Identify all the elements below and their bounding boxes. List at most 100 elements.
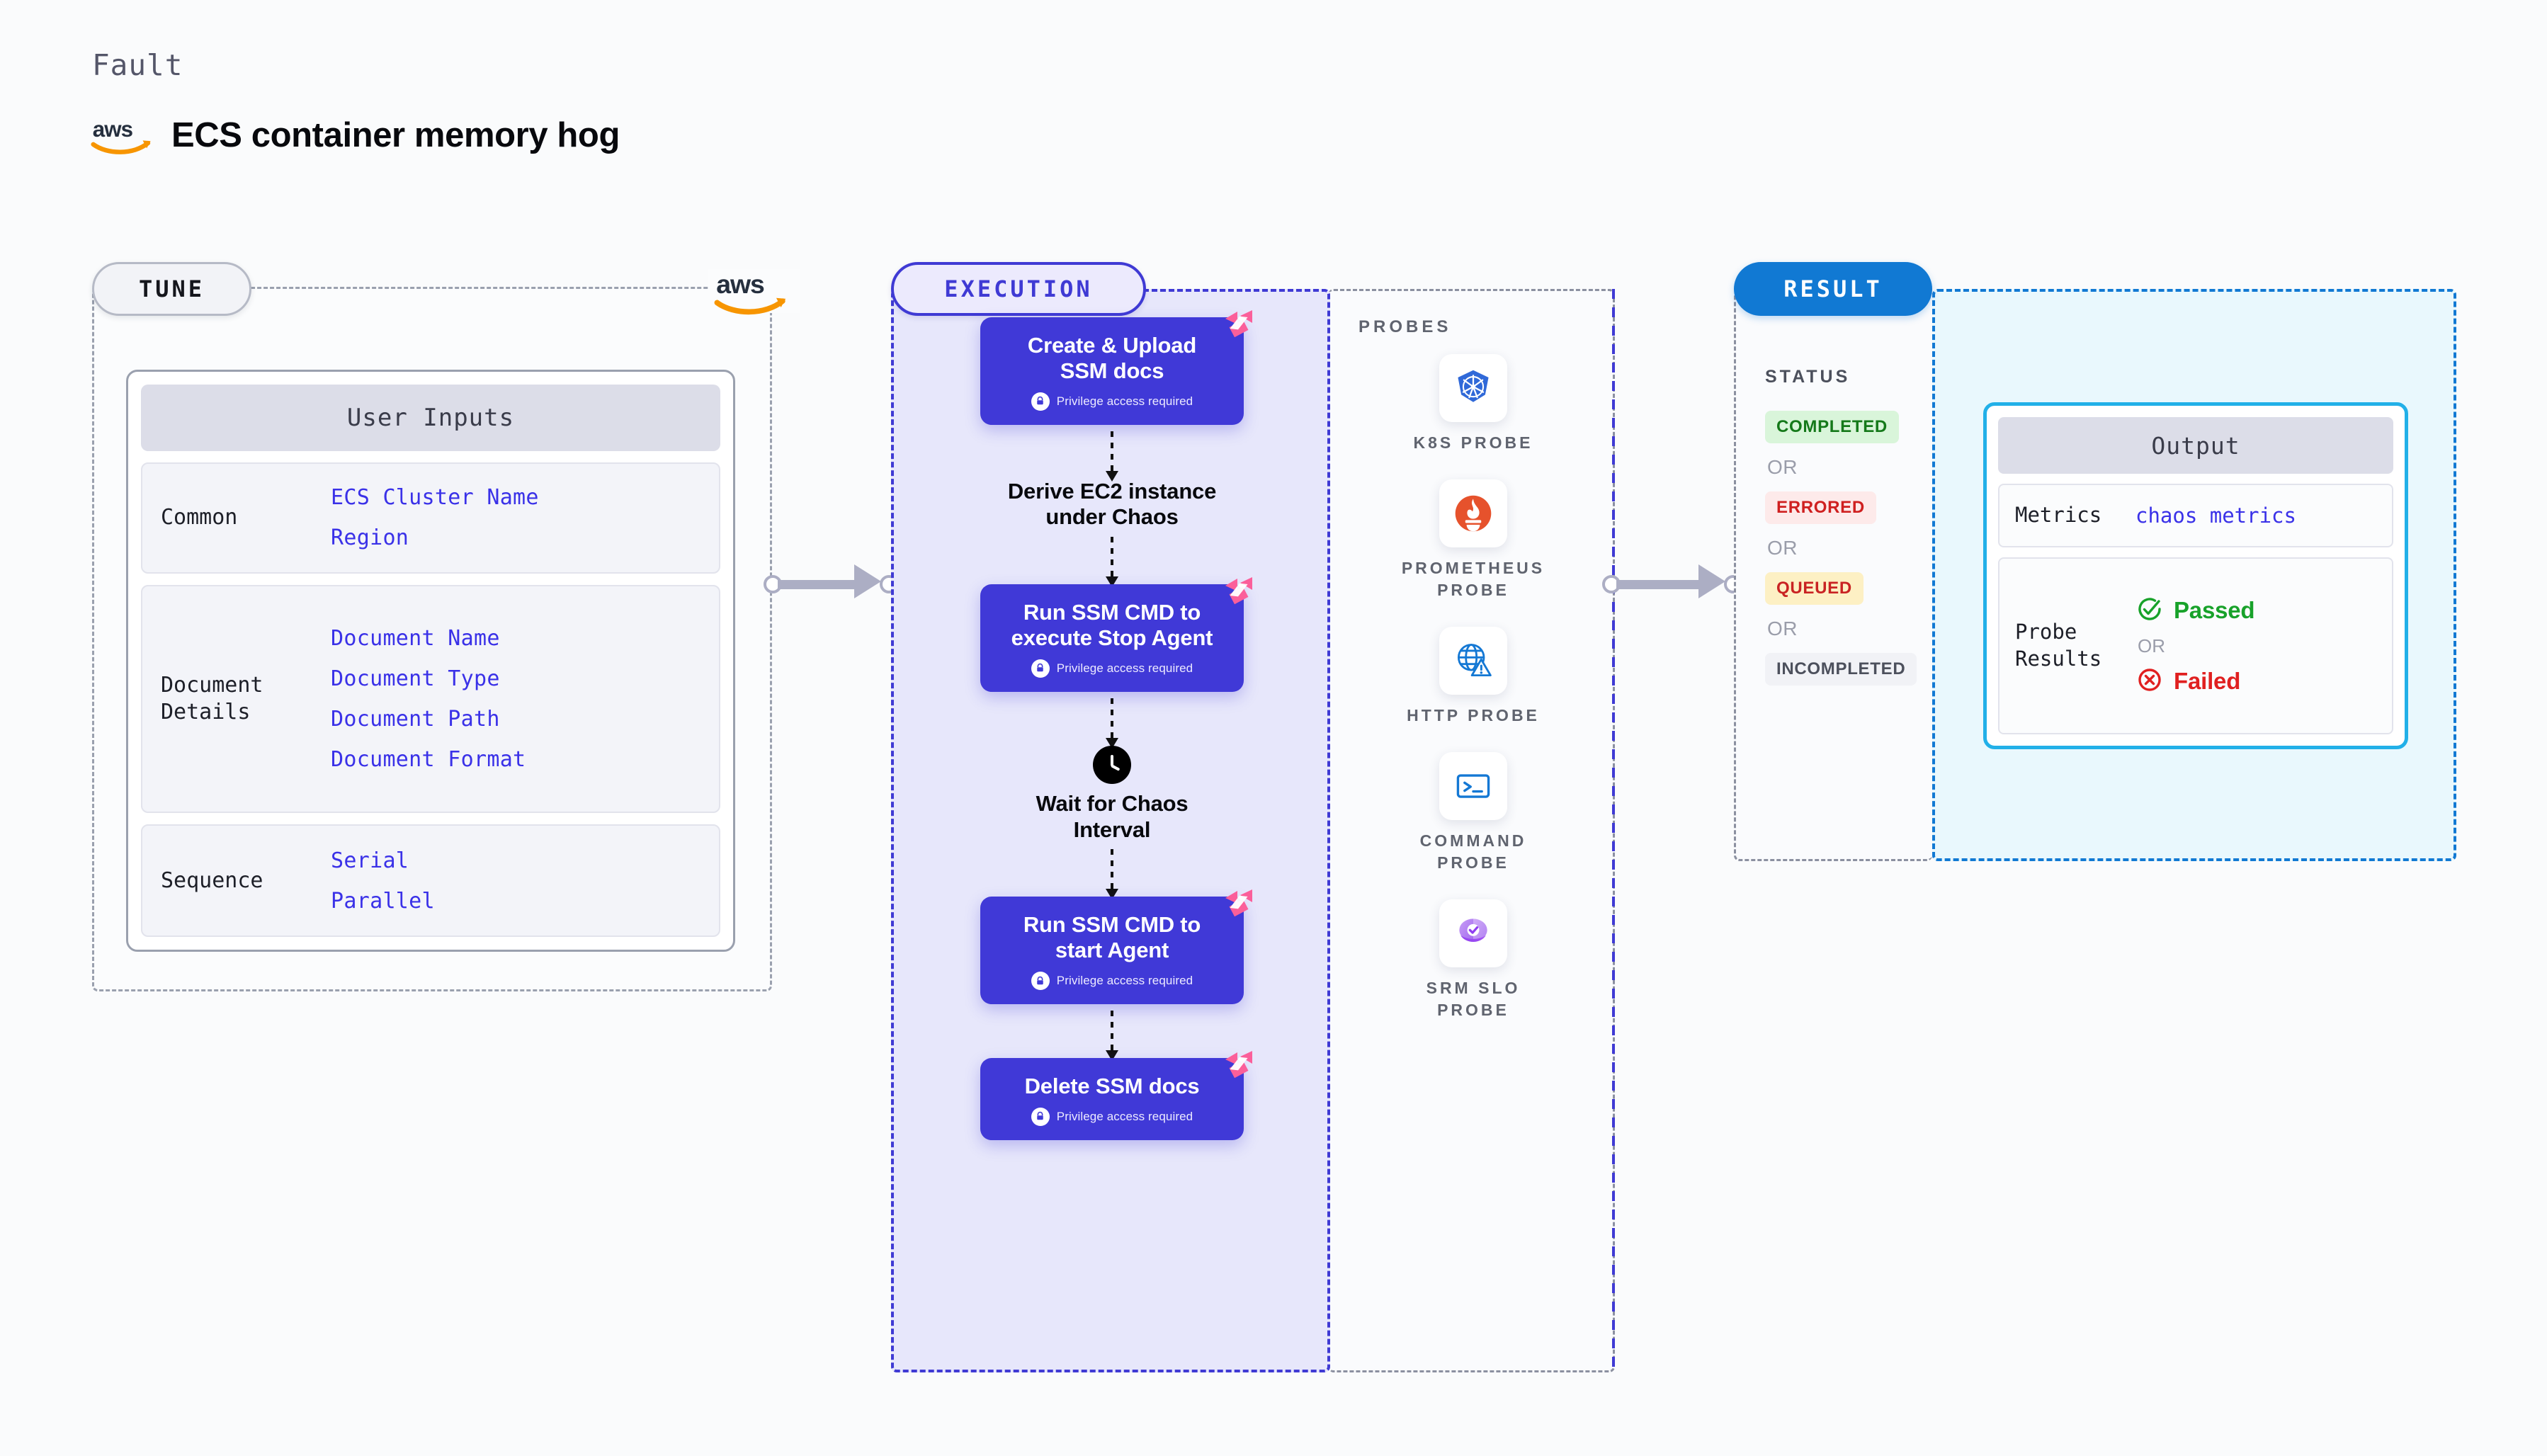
- x-circle-icon: [2135, 666, 2164, 698]
- flow-step-run-ssm-cmd-stop-agent[interactable]: Run SSM CMD to execute Stop Agent Privil…: [980, 577, 1252, 692]
- output-row-probe-results: Probe Results Passed OR: [1998, 557, 2393, 734]
- arrow-tune-to-execution: [764, 559, 898, 602]
- privilege-note: Privilege access required: [993, 392, 1231, 411]
- output-row-metrics[interactable]: Metrics chaos metrics: [1998, 484, 2393, 547]
- probe-result-passed: Passed: [2135, 595, 2255, 627]
- flow-step-title: Run SSM CMD to start Agent: [1023, 912, 1201, 963]
- tune-row-values: Document Name Document Type Document Pat…: [331, 626, 526, 772]
- probe-tile[interactable]: [1439, 627, 1507, 695]
- flow-step-wait-for-chaos-interval: Wait for Chaos Interval: [1036, 745, 1189, 843]
- status-or: OR: [1767, 537, 1798, 559]
- tune-row-common[interactable]: Common ECS Cluster Name Region: [141, 462, 720, 574]
- probe-item-prometheus[interactable]: PROMETHEUS PROBE: [1402, 479, 1545, 601]
- probe-item-command[interactable]: COMMAND PROBE: [1420, 752, 1527, 874]
- clock-icon: [1093, 745, 1131, 784]
- probes-label: PROBES: [1358, 317, 1452, 336]
- probes-list: K8S PROBE PROMETHEUS PROBE: [1367, 354, 1579, 1021]
- tune-value[interactable]: Document Path: [331, 706, 500, 732]
- flow-step-title: Create & Upload SSM docs: [1027, 333, 1197, 383]
- tune-row-label: Common: [161, 505, 238, 530]
- stage-pill-execution[interactable]: EXECUTION: [891, 262, 1146, 316]
- privilege-note: Privilege access required: [993, 1107, 1231, 1126]
- probe-result-failed: Failed: [2135, 666, 2254, 698]
- probe-label: COMMAND PROBE: [1419, 831, 1527, 872]
- aws-logo-icon: aws: [91, 113, 156, 157]
- chaos-ribbon-icon: [1221, 885, 1254, 918]
- probe-result-failed-text: Failed: [2174, 668, 2241, 694]
- privilege-text: Privilege access required: [1056, 1109, 1193, 1123]
- output-metrics-label: Metrics: [2015, 503, 2102, 528]
- probe-tile[interactable]: [1439, 752, 1507, 821]
- privilege-text: Privilege access required: [1056, 974, 1193, 988]
- arrow-execution-to-result: [1602, 559, 1744, 602]
- probe-label: PROMETHEUS PROBE: [1401, 559, 1545, 600]
- flow-step-create-upload-ssm-docs[interactable]: Create & Upload SSM docs Privilege acces…: [980, 310, 1252, 425]
- user-inputs-card: User Inputs Common ECS Cluster Name Regi…: [126, 370, 735, 952]
- tune-value[interactable]: Region: [331, 525, 409, 551]
- probe-item-http[interactable]: HTTP PROBE: [1407, 627, 1540, 727]
- tune-value[interactable]: Document Name: [331, 625, 500, 651]
- probe-label: HTTP PROBE: [1407, 706, 1540, 725]
- flow-connector: [1106, 843, 1118, 900]
- lock-icon: [1031, 659, 1050, 678]
- chaos-ribbon-icon: [1221, 573, 1254, 605]
- status-label: STATUS: [1765, 367, 1851, 387]
- check-circle-icon: [2135, 595, 2164, 627]
- probe-tile[interactable]: [1439, 479, 1507, 548]
- tune-row-document-details[interactable]: Document Details Document Name Document …: [141, 584, 720, 814]
- tune-value[interactable]: ECS Cluster Name: [331, 485, 539, 511]
- tune-row-values: Serial Parallel: [331, 848, 435, 914]
- privilege-note: Privilege access required: [993, 972, 1231, 991]
- tune-value[interactable]: Serial: [331, 848, 409, 873]
- flow-connector: [1106, 1004, 1118, 1062]
- probes-panel: [1328, 289, 1615, 1372]
- flow-step-derive-ec2-instance: Derive EC2 instance under Chaos: [1008, 479, 1216, 530]
- flow-step-title: Wait for Chaos Interval: [1036, 790, 1189, 842]
- probe-tile[interactable]: [1439, 354, 1507, 422]
- stage-pill-result[interactable]: RESULT: [1734, 262, 1932, 316]
- tune-row-label: Document Details: [161, 672, 263, 724]
- chaos-ribbon-icon: [1221, 1047, 1254, 1079]
- tune-value[interactable]: Document Type: [331, 666, 500, 691]
- chaos-ribbon-icon: [1221, 306, 1254, 339]
- flow-step-title: Derive EC2 instance under Chaos: [1007, 478, 1217, 530]
- probe-result-passed-text: Passed: [2174, 597, 2255, 623]
- execution-flow: Create & Upload SSM docs Privilege acces…: [914, 310, 1310, 1140]
- tune-value[interactable]: Document Format: [331, 746, 526, 772]
- flow-connector: [1106, 425, 1118, 482]
- tune-value[interactable]: Parallel: [331, 888, 435, 914]
- probe-item-srm-slo[interactable]: SRM SLO PROBE: [1426, 899, 1521, 1021]
- page-title: ECS container memory hog: [171, 116, 620, 154]
- status-badge-errored: ERRORED: [1765, 491, 1876, 524]
- stage-pill-tune[interactable]: TUNE: [92, 262, 251, 316]
- flow-step-delete-ssm-docs[interactable]: Delete SSM docs Privilege access require…: [980, 1051, 1252, 1140]
- privilege-text: Privilege access required: [1056, 661, 1193, 675]
- tune-row-sequence[interactable]: Sequence Serial Parallel: [141, 824, 720, 937]
- flow-step-run-ssm-cmd-start-agent[interactable]: Run SSM CMD to start Agent Privilege acc…: [980, 889, 1252, 1005]
- flow-step-title: Delete SSM docs: [1024, 1074, 1200, 1099]
- status-or: OR: [1767, 456, 1798, 478]
- tune-row-values: ECS Cluster Name Region: [331, 485, 539, 550]
- tune-row-label: Sequence: [161, 868, 263, 893]
- flow-connector: [1106, 530, 1118, 588]
- flow-step-title: Run SSM CMD to execute Stop Agent: [1011, 600, 1213, 651]
- page-eyebrow: Fault: [92, 48, 183, 82]
- srm-slo-icon: [1459, 918, 1487, 943]
- output-card-title: Output: [1998, 417, 2393, 474]
- kubernetes-icon: [1458, 370, 1489, 402]
- aws-logo-icon-tune: aws: [714, 266, 792, 317]
- status-badge-queued: QUEUED: [1765, 572, 1864, 605]
- lock-icon: [1031, 1107, 1050, 1126]
- prometheus-icon: [1455, 495, 1492, 532]
- probe-tile[interactable]: [1439, 899, 1507, 968]
- privilege-text: Privilege access required: [1056, 394, 1193, 408]
- probe-results-values: Passed OR Failed: [2135, 595, 2255, 698]
- globe-warning-icon: [1457, 644, 1492, 677]
- status-list: COMPLETED OR ERRORED OR QUEUED OR INCOMP…: [1765, 411, 1917, 686]
- lock-icon: [1031, 972, 1050, 991]
- probe-result-or: OR: [2138, 635, 2165, 656]
- status-or: OR: [1767, 618, 1798, 639]
- output-metrics-value[interactable]: chaos metrics: [2135, 504, 2296, 528]
- output-card: Output Metrics chaos metrics Probe Resul…: [1983, 402, 2408, 749]
- probe-item-k8s[interactable]: K8S PROBE: [1414, 354, 1533, 454]
